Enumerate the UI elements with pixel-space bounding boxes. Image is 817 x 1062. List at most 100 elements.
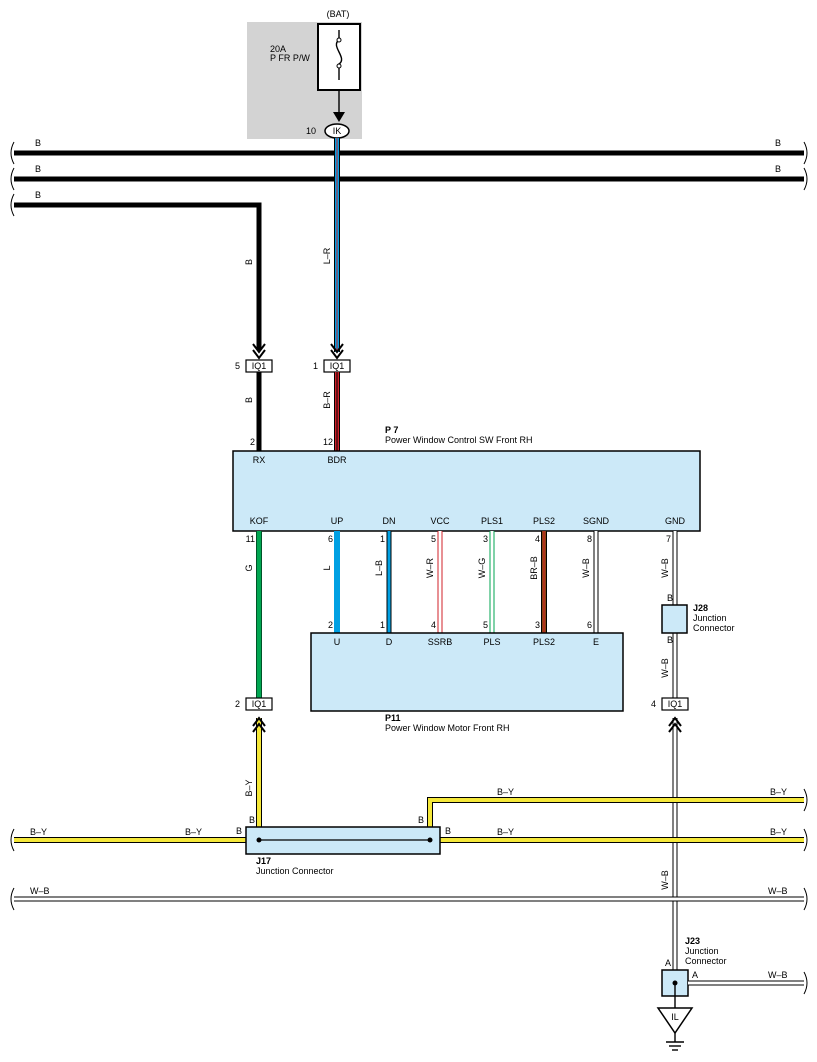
j23-name2: Connector <box>685 956 727 966</box>
bus-b-y-lower-label-2: B–Y <box>185 827 202 837</box>
p7-pin-number: 3 <box>483 534 488 544</box>
p11-pin-name: E <box>593 637 599 647</box>
p7-box <box>232 450 701 532</box>
fuse-rating: 20A <box>270 44 286 54</box>
p7-pin-name: PLS1 <box>481 516 503 526</box>
p7-pin-number: 2 <box>250 437 255 447</box>
bus-b-2-left-label: B <box>35 164 41 174</box>
fuse-terminal <box>336 37 342 43</box>
wire-w-b-ground-label: W–B <box>660 870 670 890</box>
connector-ik-pin: 10 <box>306 126 316 136</box>
j17-node <box>427 837 433 843</box>
wire-w-b-j23-label: W–B <box>768 970 788 980</box>
fuse-source: (BAT) <box>327 9 350 19</box>
wire-b-label: B <box>244 259 254 265</box>
p11-code: P11 <box>385 713 401 723</box>
wire-w-b-gnd-label: W–B <box>660 558 670 578</box>
wire-l-b-label: L–B <box>374 560 384 576</box>
connector-chevron-icon <box>252 716 266 733</box>
j23-pin-right: A <box>692 970 698 980</box>
bus-w-b-left-label: W–B <box>30 886 50 896</box>
bus-b-1-right-label: B <box>775 138 781 148</box>
bus-b-3-label: B <box>35 190 41 200</box>
p7-pin-name: BDR <box>327 455 347 465</box>
bus-b-1-left-label: B <box>35 138 41 148</box>
j17-pin-right: B <box>445 826 451 836</box>
p11-pin-number: 2 <box>328 620 333 630</box>
j28-name1: Junction <box>693 613 727 623</box>
bus-b-2 <box>10 167 808 191</box>
p7-pin-number: 7 <box>666 534 671 544</box>
j23-code: J23 <box>685 936 700 946</box>
p7-pin-name: GND <box>665 516 686 526</box>
p11-name: Power Window Motor Front RH <box>385 723 510 733</box>
ground-point-icon <box>656 1007 694 1035</box>
bus-w-b <box>10 887 808 911</box>
p7-pin-name: UP <box>331 516 344 526</box>
p7-pin-number: 6 <box>328 534 333 544</box>
connector-iq1-2 <box>245 697 273 711</box>
p7-pin-number: 4 <box>535 534 540 544</box>
connector-ik-name: IK <box>333 126 342 136</box>
p7-pin-name: RX <box>253 455 266 465</box>
p7-name: Power Window Control SW Front RH <box>385 435 533 445</box>
p7-pin-name: VCC <box>430 516 450 526</box>
wire-l-r-label: L–R <box>322 247 332 264</box>
p11-box <box>310 632 624 712</box>
wire-l-label: L <box>322 565 332 570</box>
connector-iq1-4-pin: 4 <box>651 699 656 709</box>
wire-w-b-gnd-label-2: W–B <box>660 658 670 678</box>
fuse-name: P FR P/W <box>270 53 310 63</box>
j23-name1: Junction <box>685 946 719 956</box>
p7-pin-name: PLS2 <box>533 516 555 526</box>
bus-b-y-lower-label-1: B–Y <box>30 827 47 837</box>
bus-b-y-upper <box>427 788 808 827</box>
wire-b-rx-label: B <box>244 397 254 403</box>
j23-pin-top: A <box>665 958 671 968</box>
bus-b-3 <box>10 193 262 350</box>
j28-pin-bottom: B <box>667 635 673 645</box>
p7-pin-name: DN <box>383 516 396 526</box>
bus-w-b-right-label: W–B <box>768 886 788 896</box>
p7-pin-number: 5 <box>431 534 436 544</box>
connector-iq1-1-name: IQ1 <box>330 361 345 371</box>
connector-iq1-1-pin: 1 <box>313 361 318 371</box>
bus-b-1 <box>10 141 808 165</box>
p7-code: P 7 <box>385 425 398 435</box>
bus-b-y-upper-label: B–Y <box>497 787 514 797</box>
p11-pin-name: PLS <box>483 637 500 647</box>
bus-b-y-upper-right-label: B–Y <box>770 787 787 797</box>
p11-pin-name: PLS2 <box>533 637 555 647</box>
bus-b-2-right-label: B <box>775 164 781 174</box>
wire-w-b-j23 <box>674 971 808 1008</box>
j17-pin-top-left: B <box>249 815 255 825</box>
p11-pin-number: 6 <box>587 620 592 630</box>
connector-iq1-4-name: IQ1 <box>668 699 683 709</box>
connector-iq1-2-pin: 2 <box>235 699 240 709</box>
connector-iq1-5-name: IQ1 <box>252 361 267 371</box>
wire-b-y-vertical-label: B–Y <box>244 779 254 796</box>
wire-w-g-label: W–G <box>477 558 487 579</box>
p7-pin-name: SGND <box>583 516 610 526</box>
bus-b-y-lower-label-4: B–Y <box>770 827 787 837</box>
wire-br-b-label: BR–B <box>529 556 539 580</box>
p7-pin-number: 11 <box>246 534 255 544</box>
fuse-terminal <box>336 63 342 69</box>
bus-b-y-lower-label-3: B–Y <box>497 827 514 837</box>
connector-chevron-icon <box>330 343 344 360</box>
connector-iq1-5-pin: 5 <box>235 361 240 371</box>
p11-pin-number: 4 <box>431 620 436 630</box>
p7-pin-number: 12 <box>323 437 333 447</box>
connector-chevron-icon <box>252 343 266 360</box>
p7-pin-name: KOF <box>250 516 269 526</box>
p7-pin-number: 1 <box>380 534 385 544</box>
p11-pin-number: 3 <box>535 620 540 630</box>
j28-name2: Connector <box>693 623 735 633</box>
connector-iq1-2-name: IQ1 <box>252 699 267 709</box>
p11-pin-name: SSRB <box>428 637 453 647</box>
j17-name: Junction Connector <box>256 866 334 876</box>
